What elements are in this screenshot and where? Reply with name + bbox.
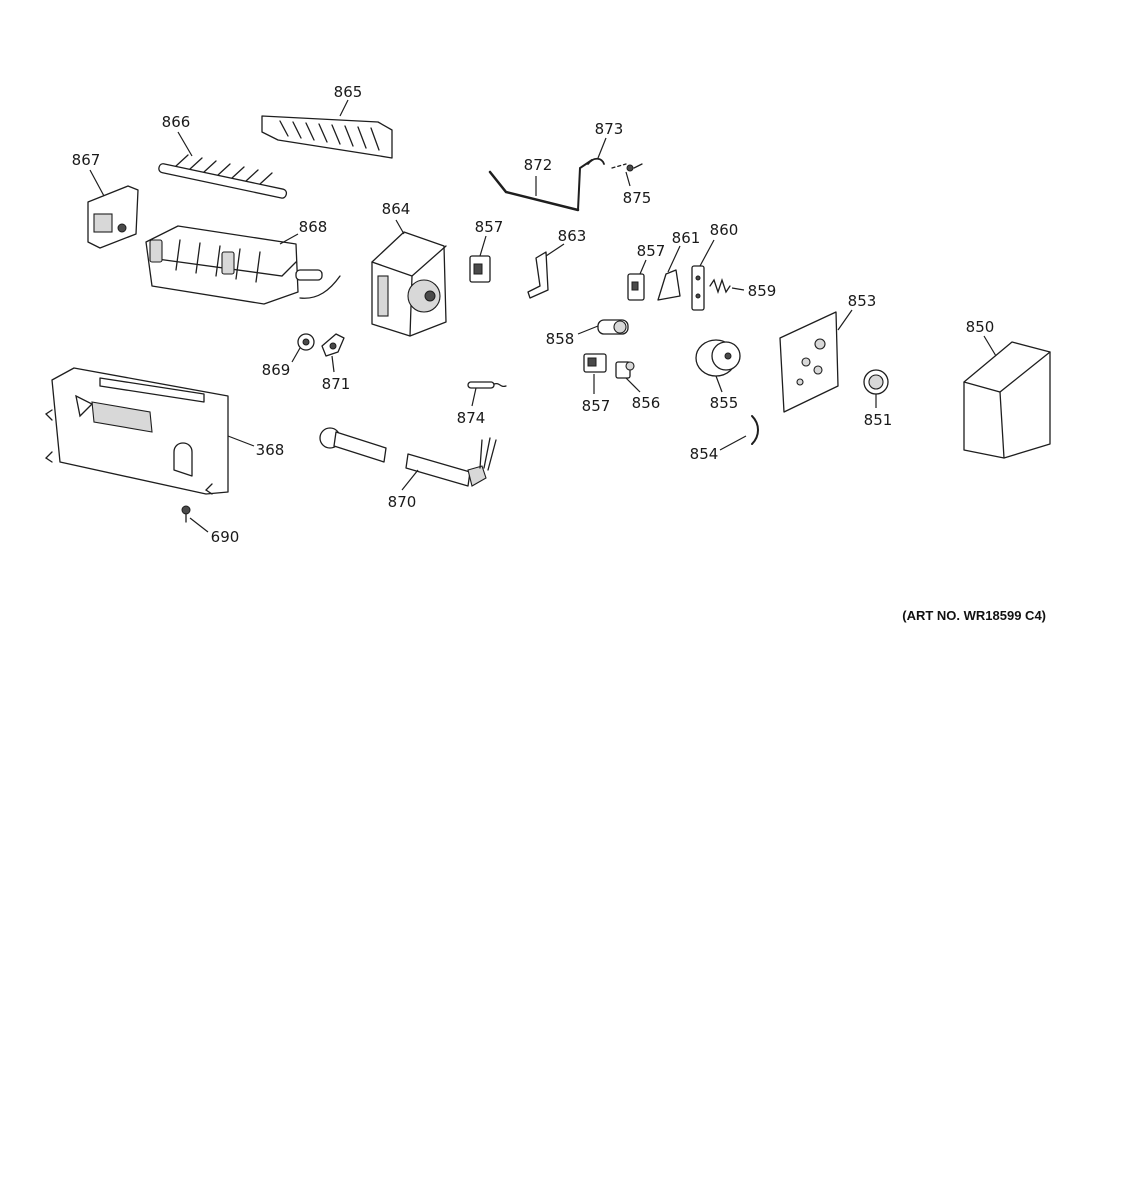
part-864-control-housing (371, 231, 447, 337)
part-690-screw (181, 505, 191, 523)
callout-850: 850 (966, 318, 995, 336)
part-859-spring (709, 277, 731, 295)
callout-870: 870 (388, 493, 417, 511)
callout-863: 863 (558, 227, 587, 245)
part-856-connector (615, 361, 635, 379)
callout-labels: 865 866 867 868 864 872 873 875 857 863 … (72, 83, 995, 546)
part-860-bracket (691, 265, 705, 311)
callout-861: 861 (672, 229, 701, 247)
callout-851: 851 (864, 411, 893, 429)
part-851-gear (863, 369, 889, 395)
part-873-clip (587, 157, 605, 165)
part-870-harness (319, 427, 497, 487)
part-863-lever (527, 251, 549, 299)
part-855-motor (695, 339, 741, 377)
part-875-spring (611, 163, 643, 172)
callout-855: 855 (710, 394, 739, 412)
callout-866: 866 (162, 113, 191, 131)
part-857-switch-c (583, 353, 607, 373)
callout-874: 874 (457, 409, 486, 427)
callout-857-b: 857 (637, 242, 666, 260)
callout-864: 864 (382, 200, 411, 218)
leader-lines (89, 99, 997, 533)
part-853-mounting-plate (779, 311, 839, 413)
art-number: (ART NO. WR18599 C4) (902, 608, 1046, 623)
callout-858: 858 (546, 330, 575, 348)
callout-690: 690 (211, 528, 240, 546)
part-868-ice-mold (145, 225, 341, 305)
part-854-wire (751, 415, 759, 445)
callout-875: 875 (623, 189, 652, 207)
part-858-thermostat (597, 319, 629, 335)
callout-856: 856 (632, 394, 661, 412)
callout-857-a: 857 (475, 218, 504, 236)
part-871-cam (321, 333, 345, 357)
callout-368: 368 (256, 441, 285, 459)
callout-867: 867 (72, 151, 101, 169)
callout-873: 873 (595, 120, 624, 138)
part-861-clip (657, 269, 681, 301)
part-850-cover (963, 341, 1051, 459)
part-874-pin (467, 381, 507, 389)
part-857-switch-b (627, 273, 645, 301)
part-368-back-plate (44, 367, 229, 495)
part-867-bracket (87, 185, 139, 249)
part-857-switch-a (469, 255, 491, 283)
callout-853: 853 (848, 292, 877, 310)
callout-868: 868 (299, 218, 328, 236)
part-866-ejector-blade (158, 154, 288, 199)
part-865-ejector-cover (261, 115, 393, 159)
callout-871: 871 (322, 375, 351, 393)
callout-860: 860 (710, 221, 739, 239)
callout-854: 854 (690, 445, 719, 463)
callout-865: 865 (334, 83, 363, 101)
callout-872: 872 (524, 156, 553, 174)
callout-869: 869 (262, 361, 291, 379)
callout-859: 859 (748, 282, 777, 300)
callout-857-c: 857 (582, 397, 611, 415)
part-869-gear (297, 333, 315, 351)
